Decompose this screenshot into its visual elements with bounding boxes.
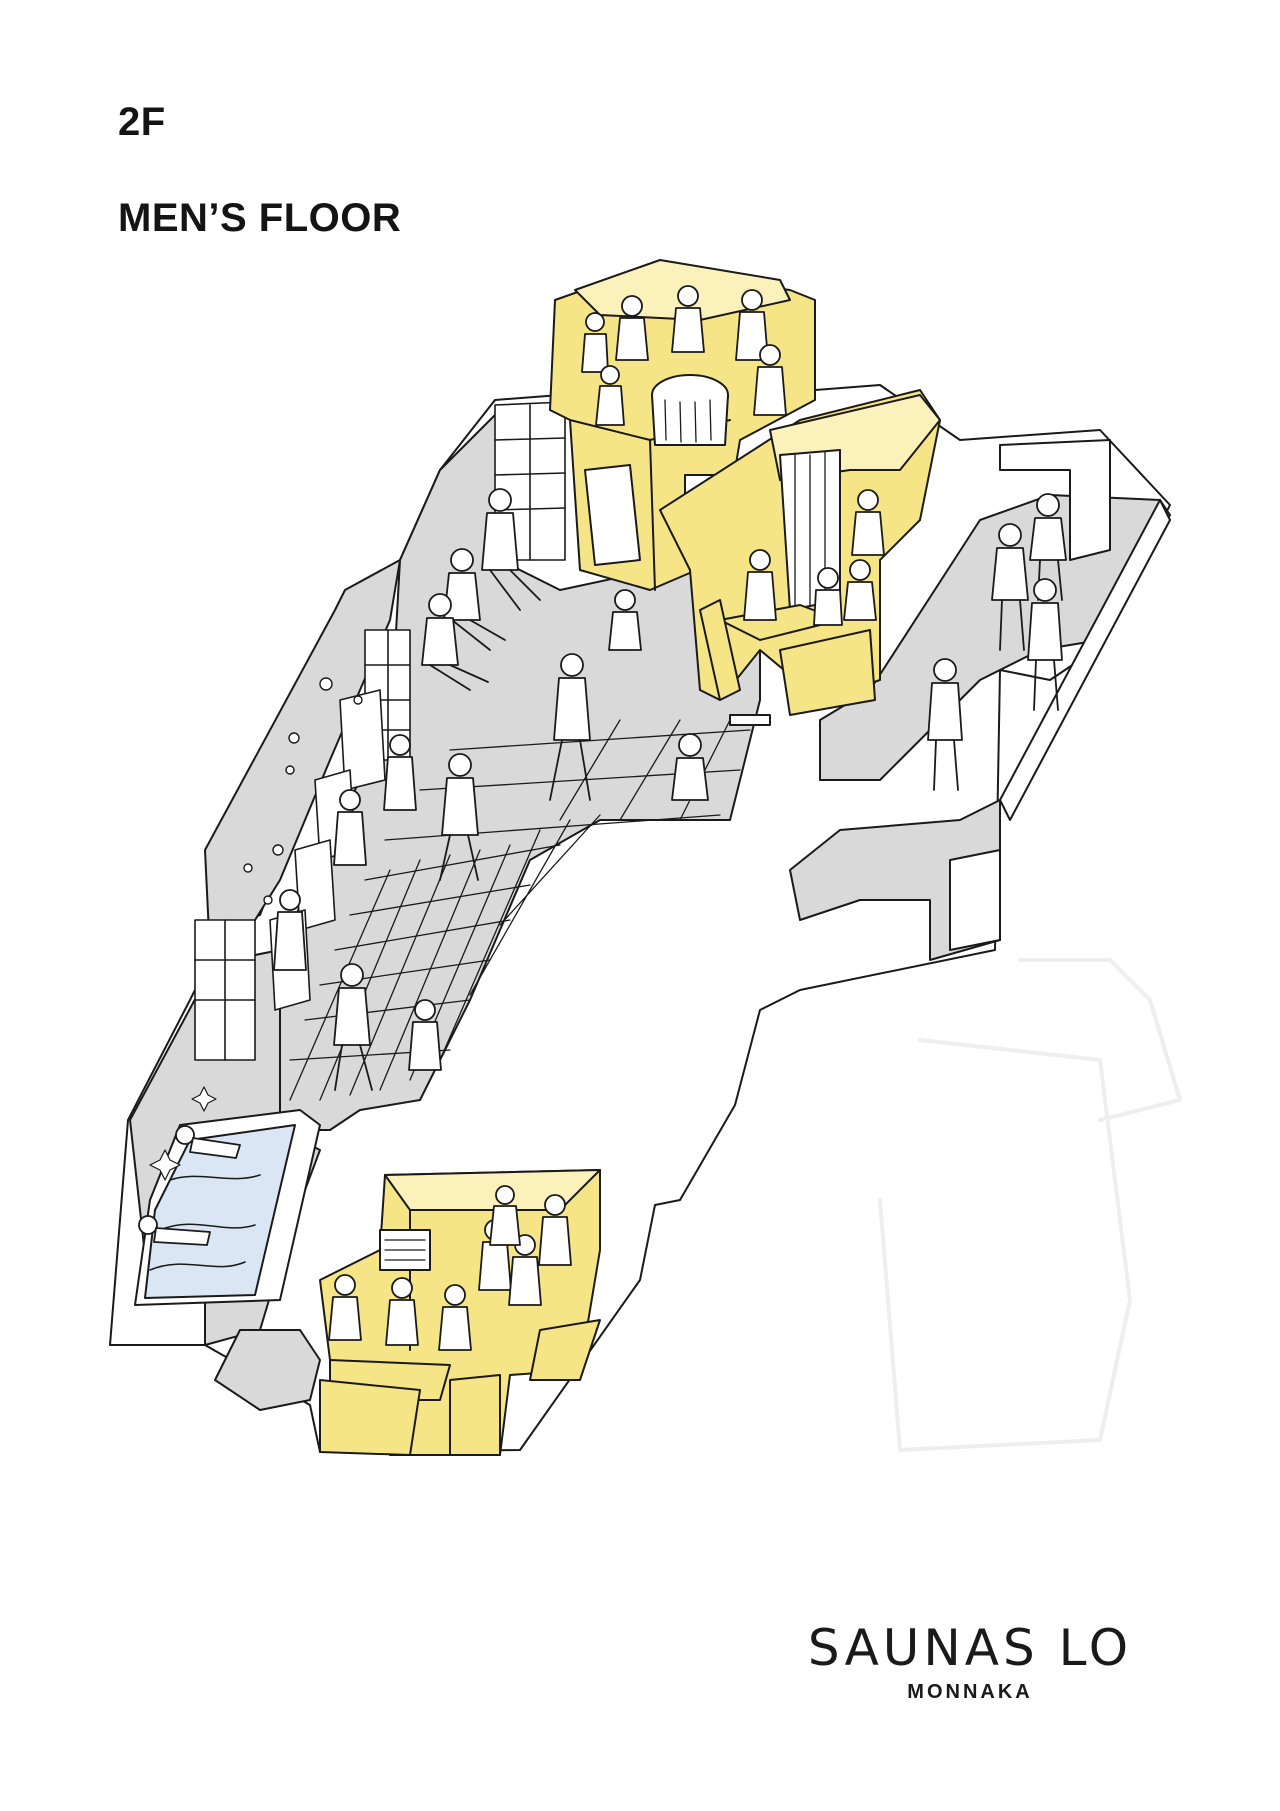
person-figure-icon bbox=[438, 1284, 472, 1351]
person-figure-icon bbox=[608, 589, 642, 651]
air-bubble-icon bbox=[263, 895, 273, 905]
brand-location: MONNAKA bbox=[907, 1681, 1033, 1703]
person-figure-icon bbox=[439, 753, 479, 881]
person-figure-icon bbox=[671, 733, 709, 801]
person-figure-icon bbox=[175, 1125, 241, 1159]
person-figure-icon bbox=[138, 1215, 211, 1246]
person-figure-icon bbox=[991, 523, 1029, 651]
person-figure-icon bbox=[538, 1194, 572, 1266]
people-figures bbox=[138, 285, 1067, 1351]
air-bubble-icon bbox=[288, 732, 300, 744]
tiled-floor bbox=[289, 719, 751, 1101]
brand-logo: SAUNAS LO MONNAKA bbox=[770, 1620, 1170, 1704]
person-figure-icon bbox=[549, 653, 591, 801]
person-figure-icon bbox=[843, 559, 877, 621]
right-sauna-room bbox=[659, 389, 941, 726]
person-figure-icon bbox=[481, 488, 541, 611]
person-figure-icon bbox=[595, 365, 625, 426]
floor-name-label: MEN’S FLOOR bbox=[118, 196, 402, 240]
ghost-outline bbox=[878, 958, 1182, 1452]
person-figure-icon bbox=[333, 789, 367, 866]
air-bubble-icon bbox=[353, 695, 363, 705]
person-figure-icon bbox=[408, 999, 442, 1071]
cold-plunge-pool bbox=[134, 1086, 321, 1306]
person-figure-icon bbox=[1027, 578, 1063, 711]
brand-name: SAUNAS LO bbox=[807, 1619, 1133, 1677]
air-bubble-icon bbox=[243, 863, 253, 873]
person-figure-icon bbox=[273, 889, 307, 971]
person-figure-icon bbox=[813, 567, 843, 626]
person-figure-icon bbox=[333, 963, 373, 1091]
air-bubble-icon bbox=[272, 844, 284, 856]
person-figure-icon bbox=[508, 1234, 542, 1306]
air-bubble-icon bbox=[319, 677, 333, 691]
person-figure-icon bbox=[927, 658, 963, 791]
sparkle-icon bbox=[191, 1086, 217, 1112]
person-figure-icon bbox=[753, 344, 787, 416]
person-figure-icon bbox=[581, 312, 609, 373]
person-figure-icon bbox=[615, 295, 649, 361]
floor-heading: 2F MEN’S FLOOR bbox=[118, 98, 401, 242]
person-figure-icon bbox=[743, 549, 777, 621]
person-figure-icon bbox=[383, 734, 417, 811]
person-figure-icon bbox=[671, 285, 705, 353]
person-figure-icon bbox=[851, 489, 885, 556]
person-figure-icon bbox=[421, 593, 489, 691]
right-bench-rail bbox=[949, 439, 1171, 951]
air-bubbles bbox=[243, 677, 363, 905]
person-figure-icon bbox=[328, 1274, 362, 1341]
air-bubble-icon bbox=[285, 765, 295, 775]
sparkle-icon bbox=[149, 1149, 181, 1181]
person-figure-icon bbox=[385, 1277, 419, 1346]
person-figure-icon bbox=[489, 1185, 521, 1246]
floor-level-label: 2F bbox=[118, 100, 166, 144]
